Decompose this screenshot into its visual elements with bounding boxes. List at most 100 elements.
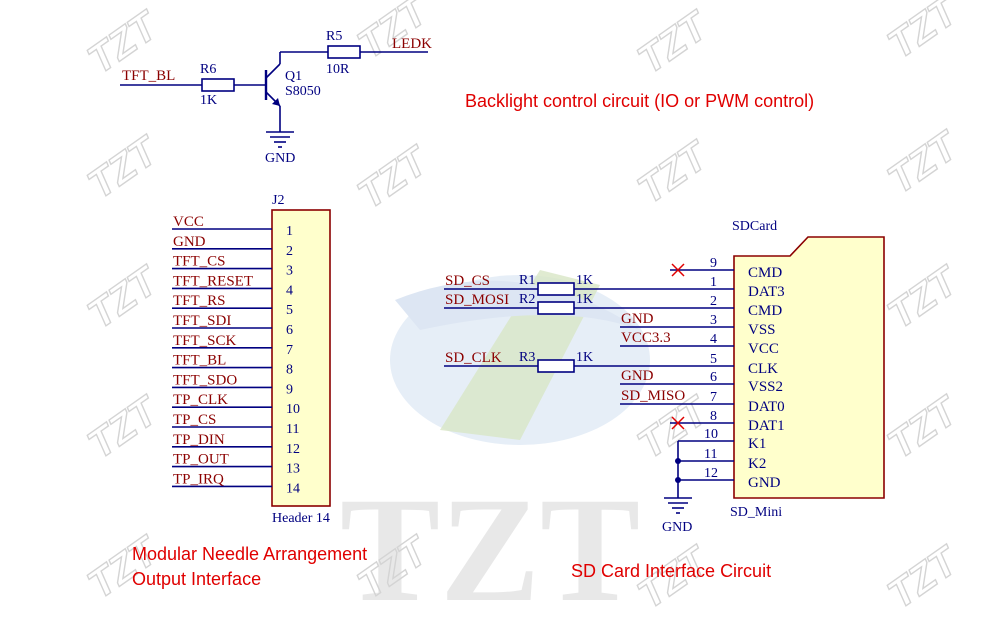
sd-pin-11-name: K2 bbox=[748, 456, 766, 472]
resistor-r3-ref: R3 bbox=[519, 350, 535, 365]
sd-pin-6-number: 6 bbox=[710, 370, 717, 385]
net-label-tft-bl-input: TFT_BL bbox=[122, 68, 175, 84]
q1-collector-leg bbox=[265, 63, 281, 79]
sd-pin-4-number: 4 bbox=[710, 332, 717, 347]
sdcard-ref: SDCard bbox=[732, 219, 777, 234]
header-note-line2: Output Interface bbox=[132, 569, 261, 589]
j2-pin-14-net: TP_IRQ bbox=[173, 471, 224, 487]
resistor-r3-value: 1K bbox=[576, 350, 593, 365]
sd-pin-10-number: 10 bbox=[704, 427, 718, 442]
sd-pin-7-net: SD_MISO bbox=[621, 388, 685, 404]
backlight-circuit: TFT_BL R6 1K Q1 S8050 R5 10R LEDK GND B bbox=[120, 29, 814, 166]
sdcard-note: SD Card Interface Circuit bbox=[571, 561, 771, 581]
watermark-logo-text: TZT bbox=[340, 467, 640, 629]
watermark-tile-13: TZT bbox=[880, 387, 968, 467]
sd-pin-6-net: GND bbox=[621, 368, 654, 384]
resistor-r6 bbox=[201, 78, 235, 92]
j2-pin-8-number: 8 bbox=[286, 363, 293, 378]
sd-pin-5-number: 5 bbox=[710, 352, 717, 367]
sd-pin-4-net: VCC3.3 bbox=[621, 330, 671, 346]
sdcard-pin-list: 9CMD1DAT3SD_CS2CMDSD_MOSI3VSSGND4VCCVCC3… bbox=[444, 256, 785, 491]
sd-pin-9-name: CMD bbox=[748, 265, 782, 281]
j2-pin-11-net: TP_CS bbox=[173, 412, 216, 428]
sd-pin-1-name: DAT3 bbox=[748, 284, 785, 300]
sd-pin-8-no-connect bbox=[671, 416, 685, 430]
q1-ref: Q1 bbox=[285, 69, 302, 84]
j2-pin-1-number: 1 bbox=[286, 224, 293, 239]
junction-gnd bbox=[675, 477, 681, 483]
j2-pin-13-number: 13 bbox=[286, 462, 300, 477]
r6-value: 1K bbox=[200, 93, 217, 108]
j2-pin-12-net: TP_DIN bbox=[173, 432, 225, 448]
sdcard-circuit: SDCard 9CMD1DAT3SD_CS2CMDSD_MOSI3VSSGND4… bbox=[444, 219, 885, 581]
watermark-tile-9: TZT bbox=[80, 257, 168, 337]
sd-pin-2-net: SD_MOSI bbox=[445, 292, 509, 308]
sd-pin-3-number: 3 bbox=[710, 313, 717, 328]
resistor-r1-value: 1K bbox=[576, 273, 593, 288]
gnd-symbol-sdcard bbox=[664, 497, 692, 514]
j2-pin-14-number: 14 bbox=[286, 481, 300, 496]
j2-pin-12-number: 12 bbox=[286, 442, 300, 457]
j2-pin-9-number: 9 bbox=[286, 382, 293, 397]
j2-pin-4-number: 4 bbox=[286, 283, 293, 298]
j2-pin-5-net: TFT_RS bbox=[173, 293, 226, 309]
watermark-tile-10: TZT bbox=[880, 257, 968, 337]
gnd-label-backlight: GND bbox=[265, 151, 295, 166]
j2-ref: J2 bbox=[272, 193, 284, 208]
sd-pin-3-name: VSS bbox=[748, 322, 776, 338]
j2-pin-7-net: TFT_SCK bbox=[173, 333, 237, 349]
resistor-r1-ref: R1 bbox=[519, 273, 535, 288]
j2-pin-2-number: 2 bbox=[286, 244, 293, 259]
sd-pin-2-number: 2 bbox=[710, 294, 717, 309]
sd-pin-4-name: VCC bbox=[748, 341, 779, 357]
resistor-r1 bbox=[537, 282, 575, 296]
watermark-tile-14: TZT bbox=[80, 527, 168, 607]
watermark-tile-17: TZT bbox=[880, 537, 968, 617]
sd-pin-5-name: CLK bbox=[748, 361, 778, 377]
backlight-note: Backlight control circuit (IO or PWM con… bbox=[465, 91, 814, 111]
j2-pin-6-number: 6 bbox=[286, 323, 293, 338]
q1-value: S8050 bbox=[285, 84, 321, 99]
watermark-tile-5: TZT bbox=[80, 127, 168, 207]
j2-pin-1-net: VCC bbox=[173, 214, 204, 230]
sd-pin-9-no-connect bbox=[671, 263, 685, 277]
gnd-symbol-backlight bbox=[266, 131, 294, 148]
j2-pin-4-net: TFT_RESET bbox=[173, 273, 253, 289]
sd-pin-1-number: 1 bbox=[710, 275, 717, 290]
watermark-tile-4: TZT bbox=[880, 0, 968, 67]
q1-emitter-arrow bbox=[272, 98, 280, 106]
j2-pin-2-net: GND bbox=[173, 234, 206, 250]
resistor-r2-value: 1K bbox=[576, 292, 593, 307]
resistor-r5 bbox=[327, 45, 361, 59]
sd-pin-12-name: GND bbox=[748, 475, 781, 491]
sd-pin-8-number: 8 bbox=[710, 409, 717, 424]
j2-pin-5-number: 5 bbox=[286, 303, 293, 318]
j2-pin-9-net: TFT_SDO bbox=[173, 372, 237, 388]
j2-pin-11-number: 11 bbox=[286, 422, 299, 437]
header-note-line1: Modular Needle Arrangement bbox=[132, 544, 367, 564]
watermark-tile-3: TZT bbox=[630, 2, 718, 82]
sd-pin-6-name: VSS2 bbox=[748, 379, 783, 395]
sd-pin-7-number: 7 bbox=[710, 390, 717, 405]
watermark-tile-2: TZT bbox=[350, 0, 438, 67]
j2-pin-list: VCC1GND2TFT_CS3TFT_RESET4TFT_RS5TFT_SDI6… bbox=[172, 214, 300, 496]
watermark-tile-8: TZT bbox=[880, 122, 968, 202]
net-label-ledk: LEDK bbox=[392, 36, 432, 52]
sd-pin-12-number: 12 bbox=[704, 466, 718, 481]
resistor-r2 bbox=[537, 301, 575, 315]
transistor-q1 bbox=[264, 63, 281, 107]
j2-pin-10-net: TP_CLK bbox=[173, 392, 228, 408]
j2-pin-13-net: TP_OUT bbox=[173, 452, 229, 468]
j2-name: Header 14 bbox=[272, 511, 330, 526]
sd-pin-3-net: GND bbox=[621, 311, 654, 327]
sd-pin-1-net: SD_CS bbox=[445, 273, 490, 289]
sd-pin-7-name: DAT0 bbox=[748, 399, 785, 415]
resistor-r2-ref: R2 bbox=[519, 292, 535, 307]
sd-pin-8-name: DAT1 bbox=[748, 418, 785, 434]
sd-pin-9-number: 9 bbox=[710, 256, 717, 271]
j2-pin-8-net: TFT_BL bbox=[173, 353, 226, 369]
sd-pin-2-name: CMD bbox=[748, 303, 782, 319]
j2-body bbox=[271, 209, 331, 507]
